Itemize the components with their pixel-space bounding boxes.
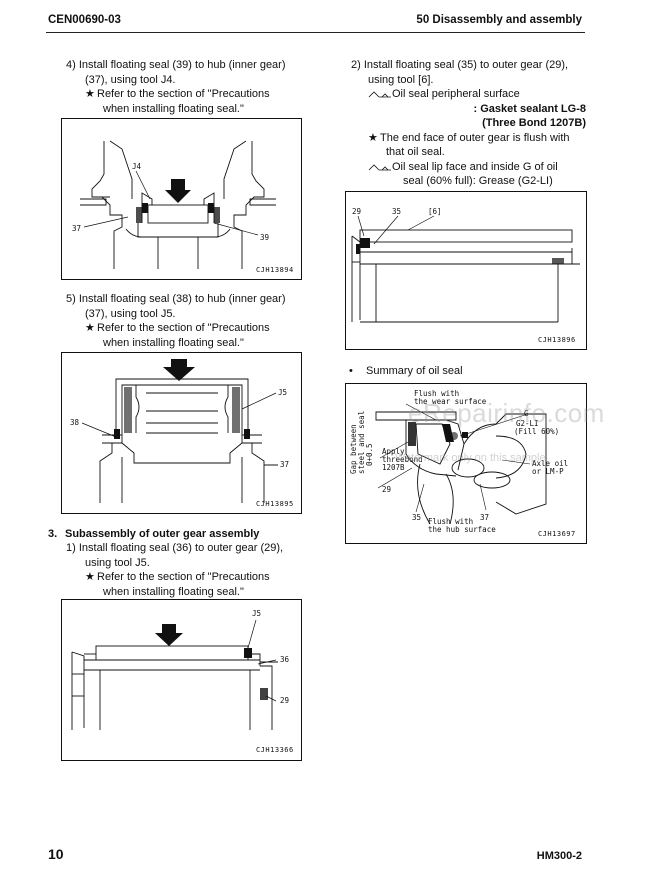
label-gap-1: Gap between [349,424,358,474]
step-5-text: 5) Install floating seal (38) to hub (in… [66,292,286,350]
sealant-name-1: : Gasket sealant LG-8 [473,102,587,115]
step-3-1-note-2: when installing floating seal." [103,585,244,598]
label-g: G [524,409,529,418]
step-5-note-2: when installing floating seal." [103,336,244,349]
section-3-number: 3. [48,528,58,540]
label-37: 37 [72,224,81,233]
figure-5-code: CJH13697 [538,530,576,538]
label-tool-6: [6] [428,207,442,216]
step-2-note-2: that oil seal. [386,146,445,158]
label-flush-wear-1: Flush with [414,389,459,398]
step-5-note-1: Refer to the section of "Precautions [97,322,270,334]
step-2-note: ★The end face of outer gear is flush wit… [351,131,586,146]
step-3-1-note: ★Refer to the section of "Precautions [66,570,283,585]
step-5-note: ★Refer to the section of "Precautions [66,321,286,336]
star-icon: ★ [85,88,95,100]
watermark-text: eRepairinfo.com [408,398,605,428]
step-3-1-line-1: 1) Install floating seal (36) to outer g… [66,542,284,554]
label-35: 35 [412,513,421,522]
section-3-heading: 3. Subassembly of outer gear assembly [48,527,259,542]
page-number: 10 [48,846,64,862]
figure-1-j4: J4 37 39 CJH13894 [61,118,302,280]
step-2-note-1: The end face of outer gear is flush with [380,131,570,144]
watermark-subtext: Watermark only on this sample [395,452,546,464]
step-5-line-2: (37), using tool J5. [85,307,176,320]
label-flush-wear-2: the wear surface [414,397,487,406]
label-fill: (Fill 60%) [514,427,559,436]
label-axle-1: Axle oil [532,459,568,468]
label-38: 38 [70,418,80,427]
figure-1-code: CJH13894 [256,266,294,274]
label-35: 35 [392,207,401,216]
figure-4-code: CJH13896 [538,336,576,344]
sealant-row: Oil seal peripheral surface [351,87,586,102]
label-37: 37 [480,513,489,522]
label-flush-hub-2: the hub surface [428,525,496,534]
label-29: 29 [382,485,391,494]
step-2-text: 2) Install floating seal (35) to outer g… [351,58,586,189]
step-3-1-line-2: using tool J5. [85,556,150,569]
grease-symbol-icon [368,164,391,170]
summary-title: Summary of oil seal [366,365,463,377]
star-icon: ★ [85,322,95,334]
section-title: 50 Disassembly and assembly [416,14,582,26]
label-29: 29 [352,207,361,216]
label-apply-1: Apply [382,447,405,456]
label-36: 36 [280,655,290,664]
star-icon: ★ [85,571,95,583]
figure-5-oil-seal-summary: Flush with the wear surface Gap between … [345,383,587,544]
label-axle-2: or LM-P [532,467,564,476]
label-apply-2: threebond [382,455,423,464]
label-flush-hub-1: Flush with [428,517,473,526]
summary-heading: • Summary of oil seal [349,364,463,379]
summary-bullet: • [349,365,353,377]
step-3-1-text: 1) Install floating seal (36) to outer g… [66,541,283,599]
figure-1-drawing: J4 37 39 CJH13894 [72,140,294,274]
step-4-line-1: 4) Install floating seal (39) to hub (in… [66,59,286,71]
label-j5: J5 [278,388,287,397]
grease-text-2: seal (60% full): Grease (G2-LI) [403,175,553,187]
step-3-1-note-1: Refer to the section of "Precautions [97,571,270,583]
label-j5: J5 [252,609,261,618]
grease-row: Oil seal lip face and inside G of oil [351,160,586,175]
step-4-text: 4) Install floating seal (39) to hub (in… [66,58,286,116]
star-icon: ★ [368,131,378,144]
section-3-title: Subassembly of outer gear assembly [65,528,260,540]
label-39: 39 [260,233,269,242]
label-gap-3: 0+0.5 [365,443,374,466]
figure-4-tool-6: 29 35 [6] CJH13896 [345,191,587,350]
label-gap-2: steel and seal [357,411,366,474]
label-apply-3: 1207B [382,463,405,472]
figure-3-code: CJH13366 [256,746,294,754]
figure-2-drawing: J5 38 37 CJH13895 [70,359,294,508]
step-4-note-2: when installing floating seal." [103,102,244,115]
header-rule [46,32,585,33]
sealant-symbol-icon [368,91,391,98]
label-j4: J4 [132,162,142,171]
step-5-line-1: 5) Install floating seal (38) to hub (in… [66,293,286,305]
figure-2-j5: J5 38 37 CJH13895 [61,352,302,514]
sealant-name-2: (Three Bond 1207B) [482,117,586,129]
grease-text-1: Oil seal lip face and inside G of oil [392,160,558,173]
step-4-note-1: Refer to the section of "Precautions [97,88,270,100]
figure-5-drawing: Flush with the wear surface Gap between … [349,389,576,538]
label-29: 29 [280,696,289,705]
step-4-line-2: (37), using tool J4. [85,73,176,86]
step-2-line-1: 2) Install floating seal (35) to outer g… [351,59,569,71]
step-2-line-2: using tool [6]. [368,73,434,86]
grease-text-2-row: seal (60% full): Grease (G2-LI) [351,174,586,189]
label-37: 37 [280,460,289,469]
sealant-surface-text: Oil seal peripheral surface [392,88,520,100]
document-code: CEN00690-03 [48,14,121,26]
figure-4-drawing: 29 35 [6] CJH13896 [351,207,580,344]
figure-2-code: CJH13895 [256,500,294,508]
step-4-note: ★Refer to the section of "Precautions [66,87,286,102]
model-name: HM300-2 [536,850,582,862]
label-g2-li: G2-LI [516,419,539,428]
figure-3-drawing: J5 36 29 CJH13366 [71,609,294,754]
figure-3-j5: J5 36 29 CJH13366 [61,599,302,761]
